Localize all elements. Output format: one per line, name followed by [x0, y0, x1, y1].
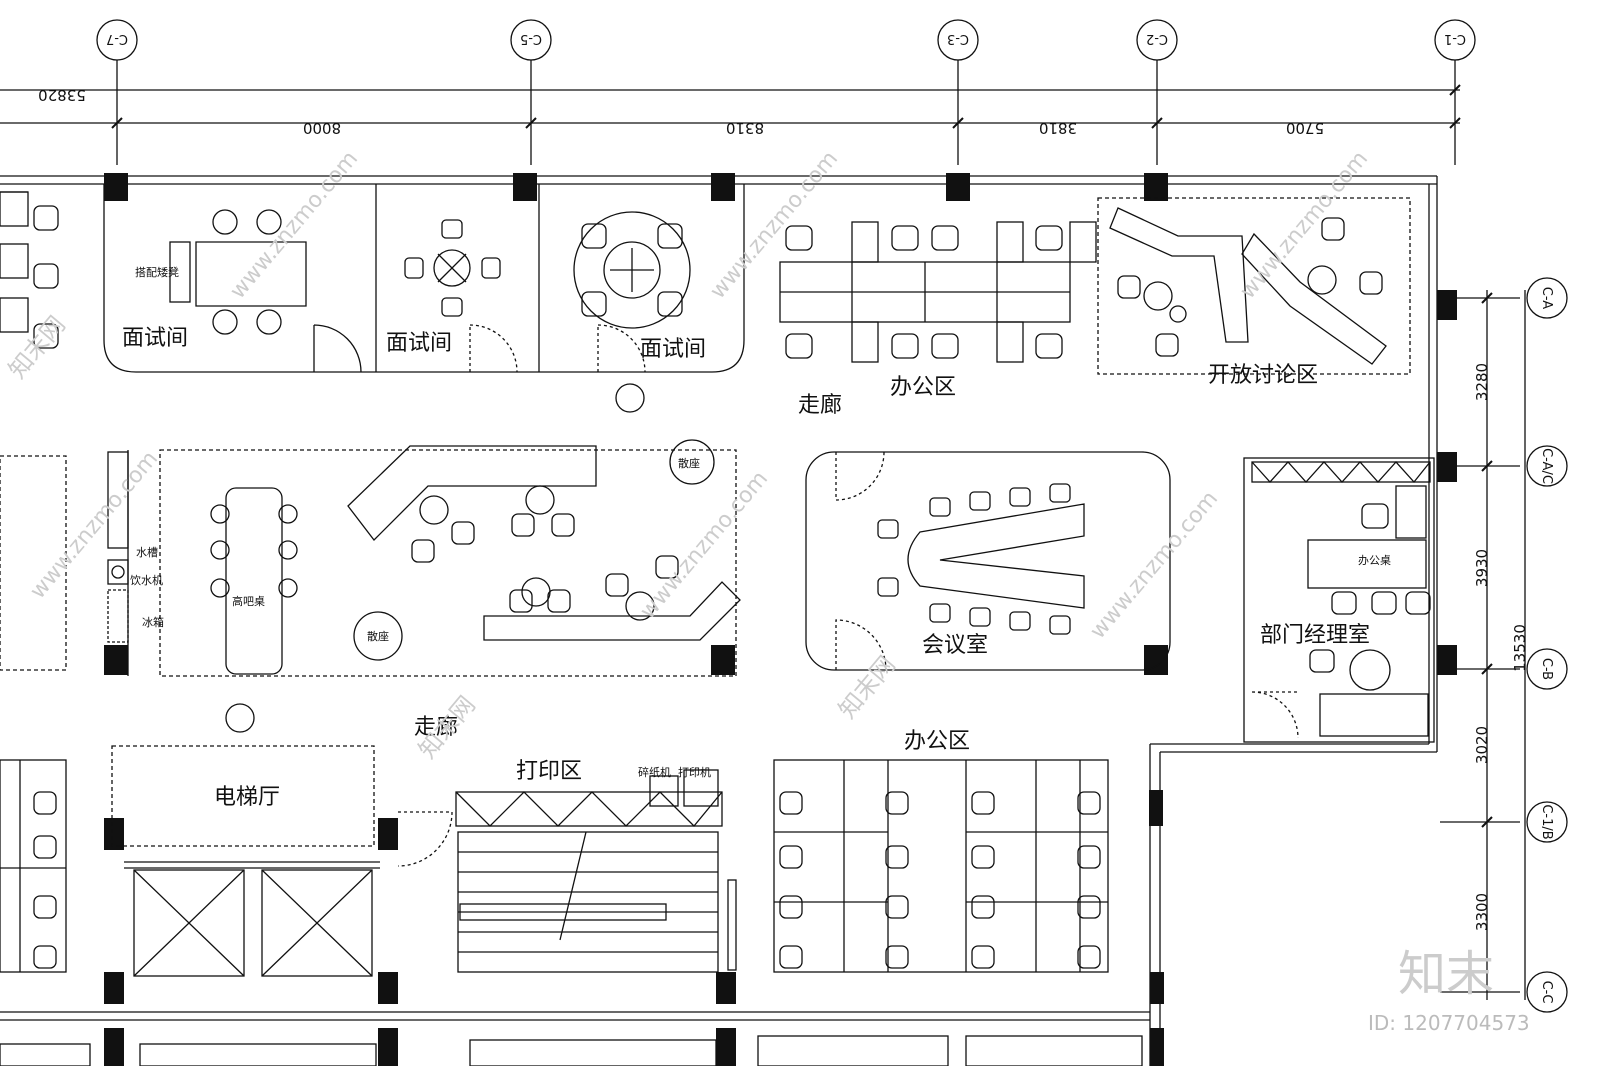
watermark-cn: 知末网: [3, 311, 71, 384]
dimension-total-top: 53820: [38, 86, 86, 104]
furniture-label-shredder: 碎纸机: [638, 765, 671, 779]
watermark-site: www.znzmo.com: [225, 146, 363, 303]
watermark-site: www.znzmo.com: [705, 146, 843, 303]
office-bottom-workstations: [773, 759, 1109, 973]
open-discussion-area: [1097, 197, 1411, 375]
left-bottom-workstations: [0, 759, 67, 973]
axis-label-top: C-2: [1146, 31, 1168, 46]
room-label-open-discussion: 开放讨论区: [1208, 363, 1318, 388]
left-edge-partial: [0, 191, 67, 671]
dimension-total-right: 13530: [1511, 624, 1529, 672]
top-axis-lines: [0, 19, 1476, 165]
watermarks: 知末 ID: 1207704573 www.znzmo.com www.znzm…: [3, 146, 1529, 1035]
dimension-top: 5700: [1286, 119, 1324, 137]
furniture-label-sink: 水槽: [136, 546, 158, 559]
room-label-corridor-top: 走廊: [798, 393, 842, 418]
furniture-label-printer: 打印机: [678, 765, 711, 779]
interview-2-furniture: [404, 219, 501, 317]
dimension-top: 8310: [726, 119, 764, 137]
labels: C-7 C-5 C-3 C-2 C-1 C-A C-A/C C-B C-1/B …: [38, 31, 1554, 1003]
office-top-workstations: [779, 221, 1097, 363]
axis-label-right: C-C: [1539, 981, 1554, 1004]
interview-rooms-outline: [103, 184, 745, 373]
watermark-logo: 知末: [1398, 946, 1494, 1002]
axis-label-right: C-A/C: [1539, 448, 1554, 484]
furniture-label-desk: 办公桌: [1358, 554, 1391, 567]
axis-label-right: C-1/B: [1539, 804, 1554, 839]
watermark-id: ID: 1207704573: [1368, 1011, 1530, 1035]
interview-3-furniture: [573, 211, 691, 329]
dimension-top: 3810: [1039, 119, 1077, 137]
axis-label-top: C-3: [947, 31, 969, 46]
axis-label-top: C-1: [1444, 31, 1466, 46]
lounge-area: [107, 439, 741, 677]
room-label-meeting: 会议室: [922, 633, 988, 658]
room-label-print-area: 打印区: [516, 759, 582, 784]
room-label-corridor-mid: 走廊: [414, 715, 458, 740]
manager-office: [1243, 457, 1435, 743]
bottom-row-partial: [0, 1035, 1143, 1066]
axis-label-right: C-B: [1539, 658, 1554, 680]
watermark-site: www.znzmo.com: [1085, 486, 1223, 643]
dimension-right: 3020: [1473, 726, 1491, 764]
structural-columns: [104, 173, 1457, 1066]
room-label-office-top: 办公区: [890, 375, 956, 400]
meeting-room: [805, 451, 1171, 671]
right-axis-lines: [1440, 277, 1568, 1013]
furniture-label-stool: 搭配矮凳: [135, 265, 179, 279]
dimension-right: 3930: [1473, 549, 1491, 587]
axis-label-top: C-5: [520, 31, 542, 46]
room-label-elevator-hall: 电梯厅: [214, 785, 280, 810]
room-label-office-bottom: 办公区: [904, 729, 970, 754]
furniture-label-loose-seat: 散座: [367, 629, 389, 643]
interview-1-furniture: [169, 209, 307, 335]
dimension-right: 3300: [1473, 893, 1491, 931]
furniture-label-fridge: 冰箱: [142, 615, 164, 629]
room-label-interview-1: 面试间: [122, 326, 188, 351]
elevator-and-stair: [111, 745, 737, 977]
room-label-manager: 部门经理室: [1260, 623, 1370, 648]
room-label-interview-2: 面试间: [386, 331, 452, 356]
dimension-right: 3280: [1473, 363, 1491, 401]
watermark-site: www.znzmo.com: [1235, 146, 1373, 303]
watermark-cn: 知末网: [833, 651, 901, 724]
furniture-label-loose-seat: 散座: [678, 456, 700, 470]
axis-label-right: C-A: [1539, 287, 1554, 309]
axis-label-top: C-7: [106, 31, 128, 46]
people-figures: [225, 383, 645, 733]
furniture-label-water-dispenser: 饮水机: [130, 573, 163, 587]
dimension-top: 8000: [303, 119, 341, 137]
room-label-interview-3: 面试间: [640, 337, 706, 362]
furniture-label-high-bar-table: 高吧桌: [232, 594, 265, 608]
